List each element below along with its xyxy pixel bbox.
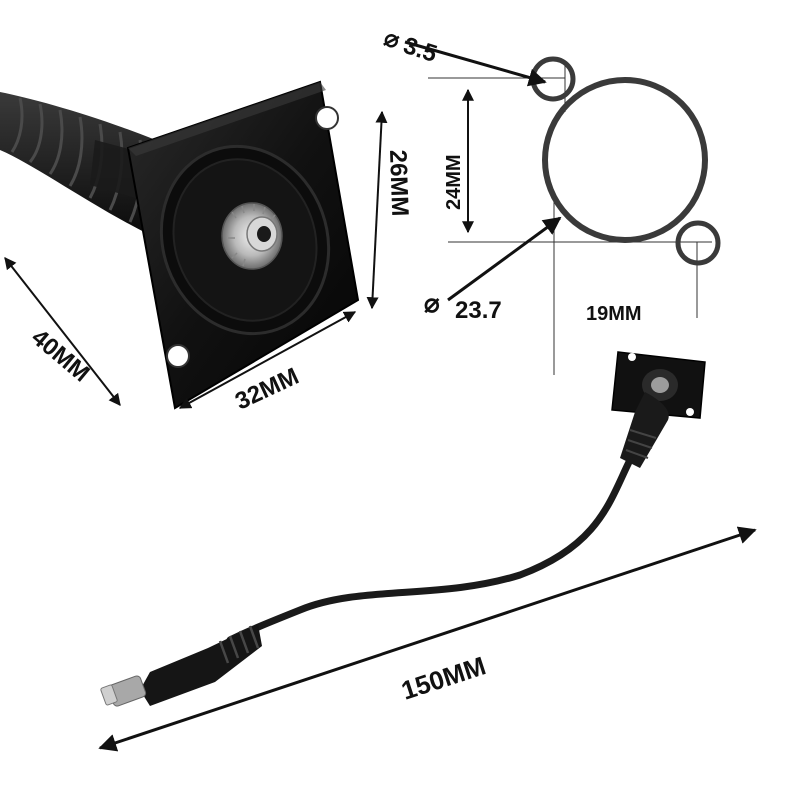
mounting-hole-bottom-left bbox=[166, 344, 190, 368]
panel-width-label: 40MM bbox=[26, 324, 94, 388]
cable-length-arrow bbox=[98, 526, 757, 752]
diameter-symbol-center: ⌀ bbox=[424, 288, 440, 318]
hole-spacing-horizontal-label: 32MM bbox=[231, 363, 303, 416]
cable bbox=[226, 456, 634, 644]
photo-dimension-lines bbox=[4, 110, 388, 409]
diameter-symbol-small: ⌀ bbox=[381, 24, 404, 54]
plug-end bbox=[100, 624, 262, 707]
mounting-hole-top-right bbox=[315, 106, 339, 130]
cable-assembly bbox=[100, 351, 706, 707]
technical-drawing bbox=[404, 40, 721, 375]
audio-jack bbox=[221, 202, 283, 270]
cable-length-label: 150MM bbox=[398, 650, 490, 705]
center-hole-circle bbox=[542, 77, 708, 243]
small-hole-bottom bbox=[675, 220, 721, 266]
horizontal-spacing-label: 19MM bbox=[586, 303, 642, 325]
small-hole-diameter-label: 3.5 bbox=[400, 32, 440, 68]
vertical-spacing-label: 24MM bbox=[443, 154, 465, 210]
hole-spacing-vertical-label: 26MM bbox=[384, 149, 413, 217]
center-hole-diameter-label: 23.7 bbox=[455, 297, 502, 324]
